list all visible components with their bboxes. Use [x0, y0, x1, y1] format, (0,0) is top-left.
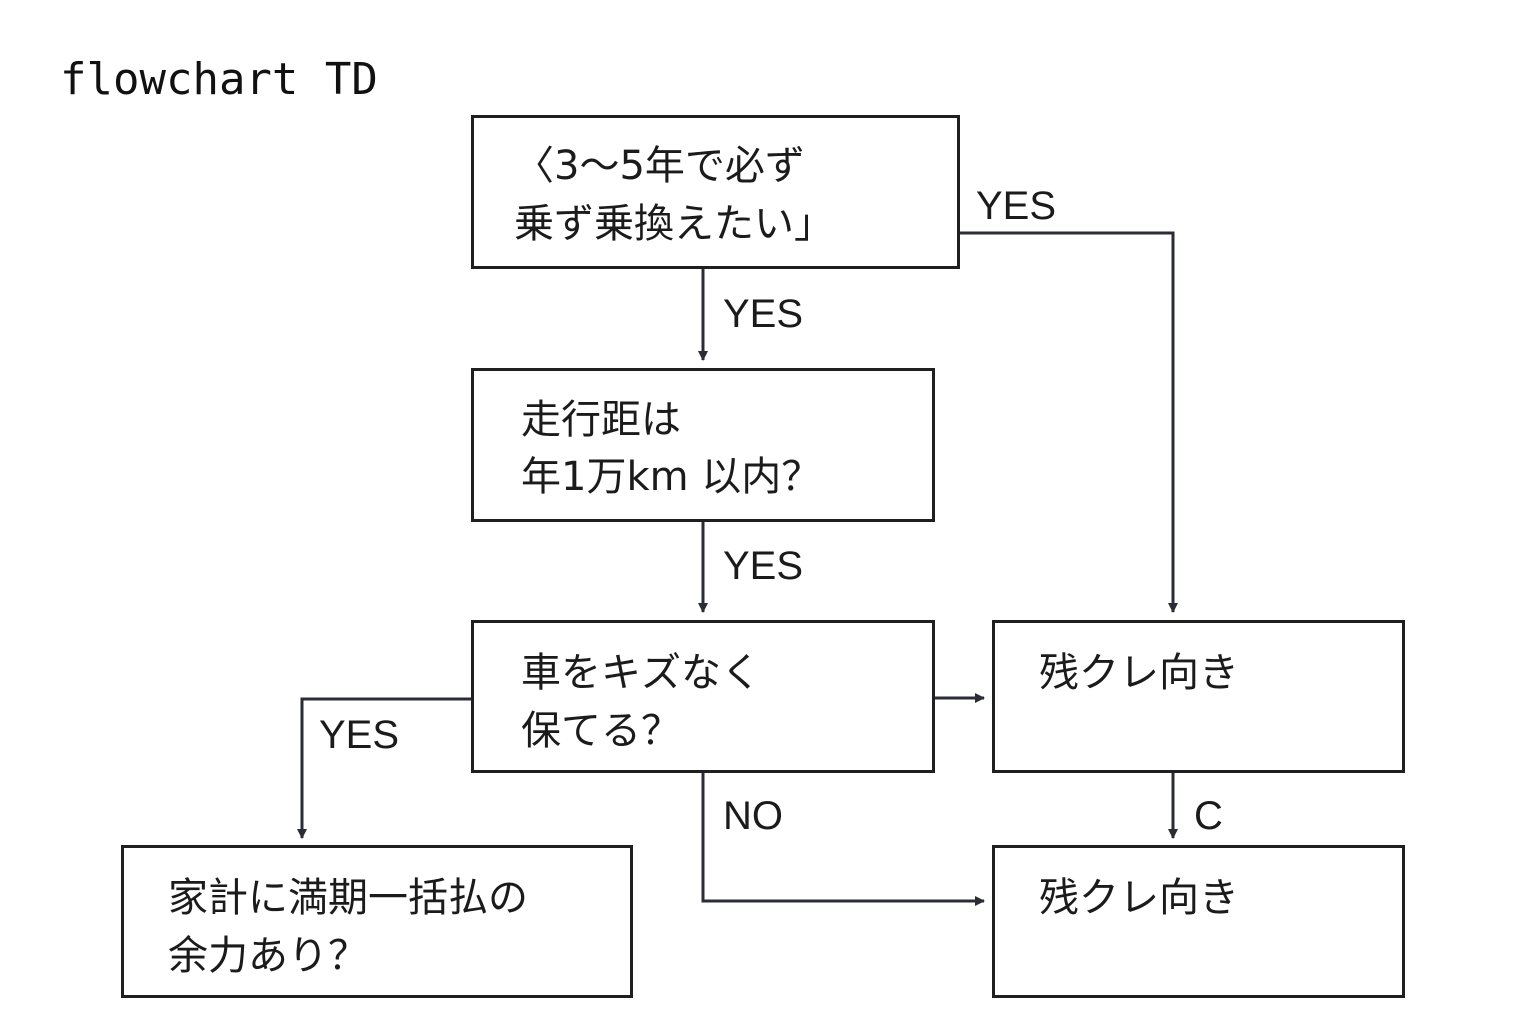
node-text-line: 保てる？: [521, 708, 681, 754]
node-residual-credit-result-bottom: 残クレ向き: [992, 845, 1405, 998]
node-text-line: 家計に満期一括払の: [168, 875, 528, 921]
edge-q3-to-r2: [701, 772, 985, 906]
node-text-line: 〈3〜5年で必ず: [514, 143, 805, 189]
edge-label-q3-q4: YES: [319, 713, 400, 757]
node-residual-credit-result-top: 残クレ向き: [992, 620, 1405, 773]
node-mileage-question: 走行距は 年1万km 以内？: [471, 368, 935, 522]
node-text-line: 乗ず乗換えたい」: [514, 201, 834, 247]
node-text-line: 残クレ向き: [1039, 650, 1239, 696]
node-text-line: 走行距は: [521, 397, 681, 443]
edge-label-q2-q3: YES: [723, 544, 804, 588]
node-text-line: 余力あり？: [168, 933, 368, 979]
node-text-line: 年1万km 以内？: [521, 454, 822, 500]
diagram-header: flowchart TD: [60, 54, 378, 105]
node-text-line: 車をキズなく: [521, 650, 761, 696]
edge-label-q1-r1: YES: [976, 184, 1057, 228]
node-lump-sum-budget-question: 家計に満期一括払の 余力あり？: [121, 845, 633, 998]
node-text-line: 残クレ向き: [1039, 875, 1239, 921]
edge-q1-to-r1: [959, 231, 1178, 613]
edge-q3-to-q4: [297, 697, 471, 839]
node-keep-car-clean-question: 車をキズなく 保てる？: [471, 620, 935, 773]
edge-label-q3-r2: NO: [723, 794, 783, 838]
edge-label-q1-q2: YES: [723, 292, 804, 336]
node-switch-cars-question: 〈3〜5年で必ず 乗ず乗換えたい」: [471, 115, 960, 269]
edge-label-r1-r2: C: [1194, 794, 1223, 838]
